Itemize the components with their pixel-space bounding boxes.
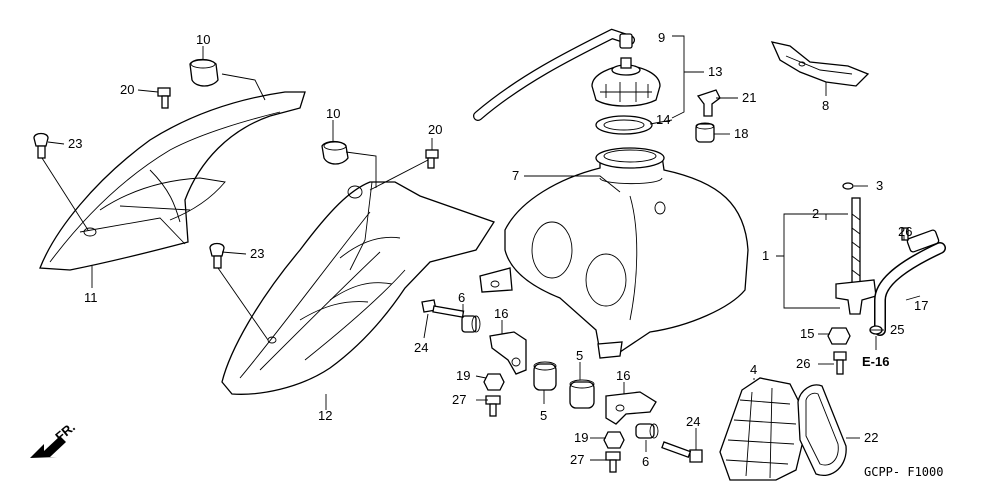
label-13: 13 [708, 64, 722, 79]
label-4: 4 [750, 362, 757, 377]
clip-26a [901, 227, 909, 241]
nut-19a [483, 373, 505, 391]
label-15: 15 [800, 326, 814, 341]
label-e16: E-16 [862, 354, 889, 369]
callout-labels: 10 20 23 11 10 20 23 12 7 9 13 14 21 18 … [52, 30, 943, 479]
bracket-8 [770, 41, 870, 87]
label-26a: 26 [898, 224, 912, 239]
label-2: 2 [812, 206, 819, 221]
bolt-20b [425, 149, 439, 169]
label-6b: 6 [642, 454, 649, 469]
left-shroud-11 [39, 91, 306, 271]
label-26b: 26 [796, 356, 810, 371]
label-22: 22 [864, 430, 878, 445]
label-27b: 27 [570, 452, 584, 467]
label-11: 11 [84, 290, 98, 305]
label-24a: 24 [414, 340, 428, 355]
label-14: 14 [656, 112, 670, 127]
label-12: 12 [318, 408, 332, 423]
nut-15 [827, 327, 851, 345]
catalog-code: GCPP- F1000 [864, 465, 943, 479]
label-1: 1 [762, 248, 769, 263]
label-20a: 20 [120, 82, 134, 97]
fuel-tank-7 [479, 147, 749, 359]
label-27a: 27 [452, 392, 466, 407]
label-19b: 19 [574, 430, 588, 445]
label-24b: 24 [686, 414, 700, 429]
label-16a: 16 [494, 306, 508, 321]
bracket-16b [605, 391, 657, 425]
joint-21 [696, 89, 721, 117]
leader-lines [41, 35, 921, 461]
label-23b: 23 [250, 246, 264, 261]
grommet-10b [321, 140, 349, 165]
label-7: 7 [512, 168, 519, 183]
fuel-cap-13 [591, 57, 661, 107]
bolt-27a [485, 395, 501, 417]
fuel-valve-1 [835, 182, 877, 315]
breather-tube-9 [473, 28, 635, 121]
rubber-5a [533, 361, 557, 391]
front-arrow-icon [30, 436, 66, 458]
right-shroud-12 [221, 181, 495, 395]
label-20b: 20 [428, 122, 442, 137]
label-6a: 6 [458, 290, 465, 305]
bolt-26b [833, 351, 847, 375]
label-5a: 5 [540, 408, 547, 423]
label-5b: 5 [576, 348, 583, 363]
bolt-24a [421, 299, 465, 318]
tank-pad-4 [719, 377, 809, 481]
bolt-27b [605, 451, 621, 473]
screw-23b [209, 242, 225, 269]
band-22 [797, 384, 847, 476]
collar-6a [461, 315, 481, 333]
label-21: 21 [742, 90, 756, 105]
nut-19b [603, 431, 625, 449]
bracket-16a [489, 331, 527, 375]
label-19a: 19 [456, 368, 470, 383]
label-10b: 10 [326, 106, 340, 121]
label-9: 9 [658, 30, 665, 45]
label-17: 17 [914, 298, 928, 313]
label-3: 3 [876, 178, 883, 193]
label-16b: 16 [616, 368, 630, 383]
rubber-5b [569, 379, 595, 409]
bolt-20a [157, 87, 171, 109]
grommet-10a [189, 58, 219, 87]
clip-18 [695, 122, 715, 143]
label-8: 8 [822, 98, 829, 113]
label-18: 18 [734, 126, 748, 141]
collar-6b [635, 423, 659, 439]
screw-23a [33, 132, 49, 159]
bolt-24b [661, 441, 703, 463]
label-23a: 23 [68, 136, 82, 151]
cap-gasket-14 [595, 115, 653, 135]
label-25: 25 [890, 322, 904, 337]
label-10a: 10 [196, 32, 210, 47]
fuel-hose-17 [874, 229, 946, 336]
